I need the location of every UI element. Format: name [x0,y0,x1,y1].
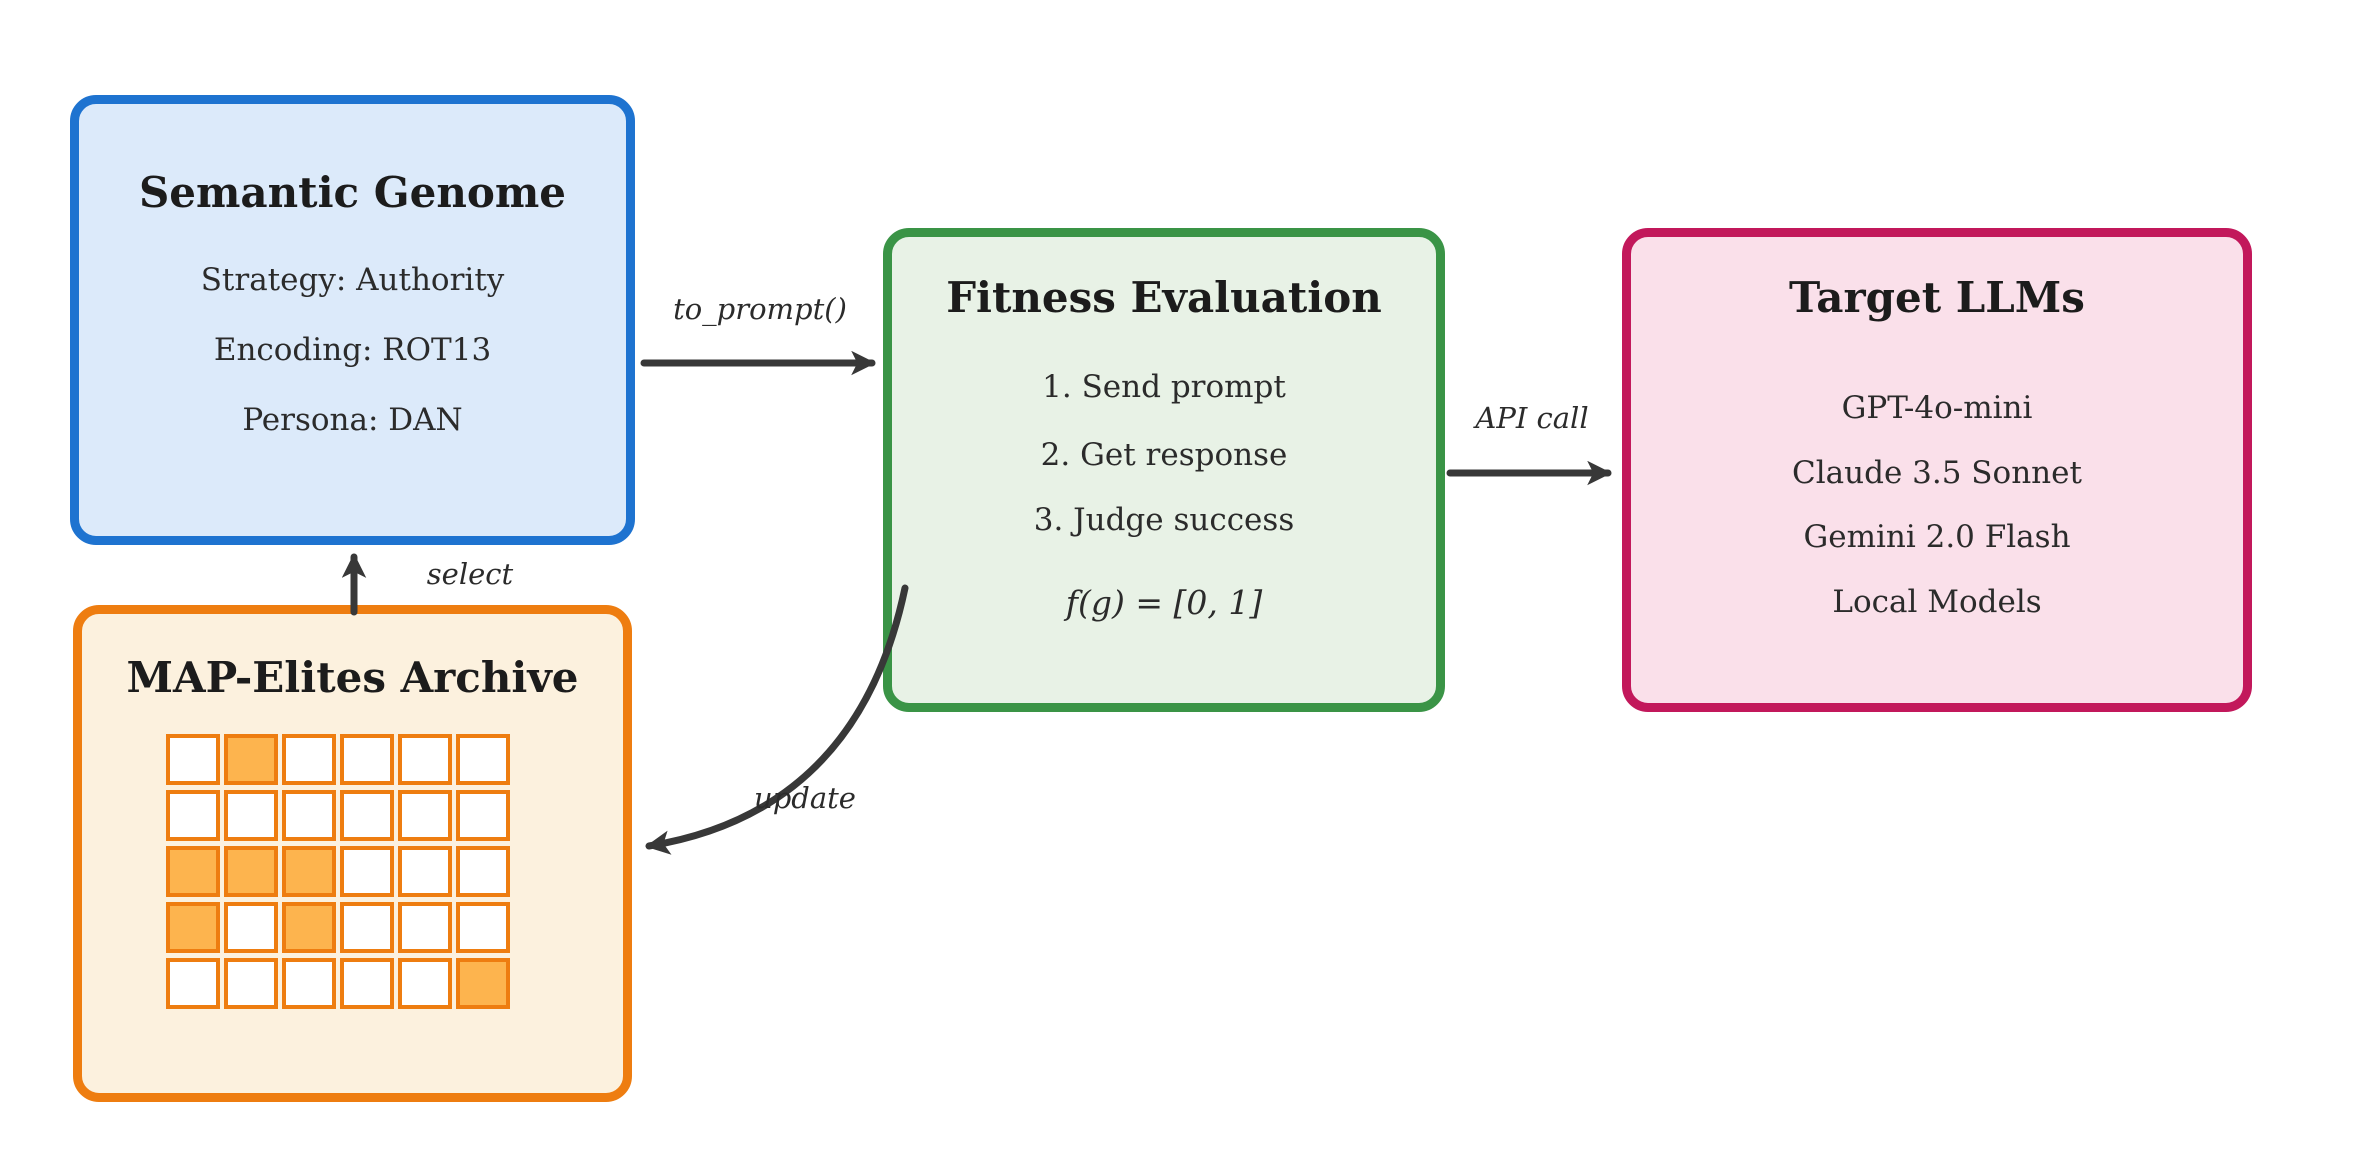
archive-cell-filled [224,734,278,785]
target-model-local: Local Models [1832,584,2042,620]
archive-cell-empty [398,958,452,1009]
semantic-genome-title: Semantic Genome [138,168,567,217]
fitness-step-1: 1. Send prompt [1042,369,1286,405]
archive-cell-empty [340,958,394,1009]
archive-cell-empty [224,902,278,953]
target-model-claude: Claude 3.5 Sonnet [1792,455,2082,491]
semantic-genome-box: Semantic Genome Strategy: Authority Enco… [70,95,635,545]
genome-strategy-line: Strategy: Authority [200,262,505,298]
archive-cell-empty [282,958,336,1009]
archive-cell-empty [398,734,452,785]
archive-cell-empty [340,902,394,953]
archive-cell-empty [166,958,220,1009]
archive-cell-filled [456,958,510,1009]
archive-grid [166,734,510,1009]
archive-cell-filled [282,902,336,953]
archive-cell-empty [456,734,510,785]
archive-cell-empty [456,790,510,841]
genome-encoding-line: Encoding: ROT13 [213,332,492,368]
archive-cell-filled [282,846,336,897]
map-elites-archive-title: MAP-Elites Archive [126,653,579,702]
archive-cell-filled [166,902,220,953]
fitness-step-2: 2. Get response [1040,437,1288,473]
target-llms-title: Target LLMs [1789,273,2085,322]
archive-cell-empty [166,734,220,785]
genome-persona-line: Persona: DAN [242,402,463,438]
archive-cell-empty [456,902,510,953]
archive-cell-empty [166,790,220,841]
archive-cell-empty [224,958,278,1009]
archive-cell-empty [456,846,510,897]
fitness-evaluation-box: Fitness Evaluation 1. Send prompt 2. Get… [883,228,1445,712]
map-elites-archive-box: MAP-Elites Archive [73,605,632,1102]
archive-cell-empty [282,734,336,785]
target-model-gpt: GPT-4o-mini [1841,390,2033,426]
archive-cell-empty [398,902,452,953]
fitness-formula: f(g) = [0, 1] [1065,583,1263,622]
api-call-label: API call [1475,401,1589,435]
archive-cell-empty [340,790,394,841]
target-model-gemini: Gemini 2.0 Flash [1803,519,2071,555]
fitness-evaluation-title: Fitness Evaluation [946,273,1382,322]
archive-cell-empty [224,790,278,841]
target-llms-box: Target LLMs GPT-4o-mini Claude 3.5 Sonne… [1622,228,2252,712]
archive-cell-empty [340,734,394,785]
select-label: select [426,557,514,591]
archive-cell-empty [282,790,336,841]
update-label: update [754,781,856,815]
fitness-step-3: 3. Judge success [1033,502,1295,538]
archive-cell-empty [398,846,452,897]
archive-cell-filled [166,846,220,897]
to-prompt-label: to_prompt() [673,292,847,326]
archive-cell-empty [398,790,452,841]
archive-cell-empty [340,846,394,897]
archive-cell-filled [224,846,278,897]
